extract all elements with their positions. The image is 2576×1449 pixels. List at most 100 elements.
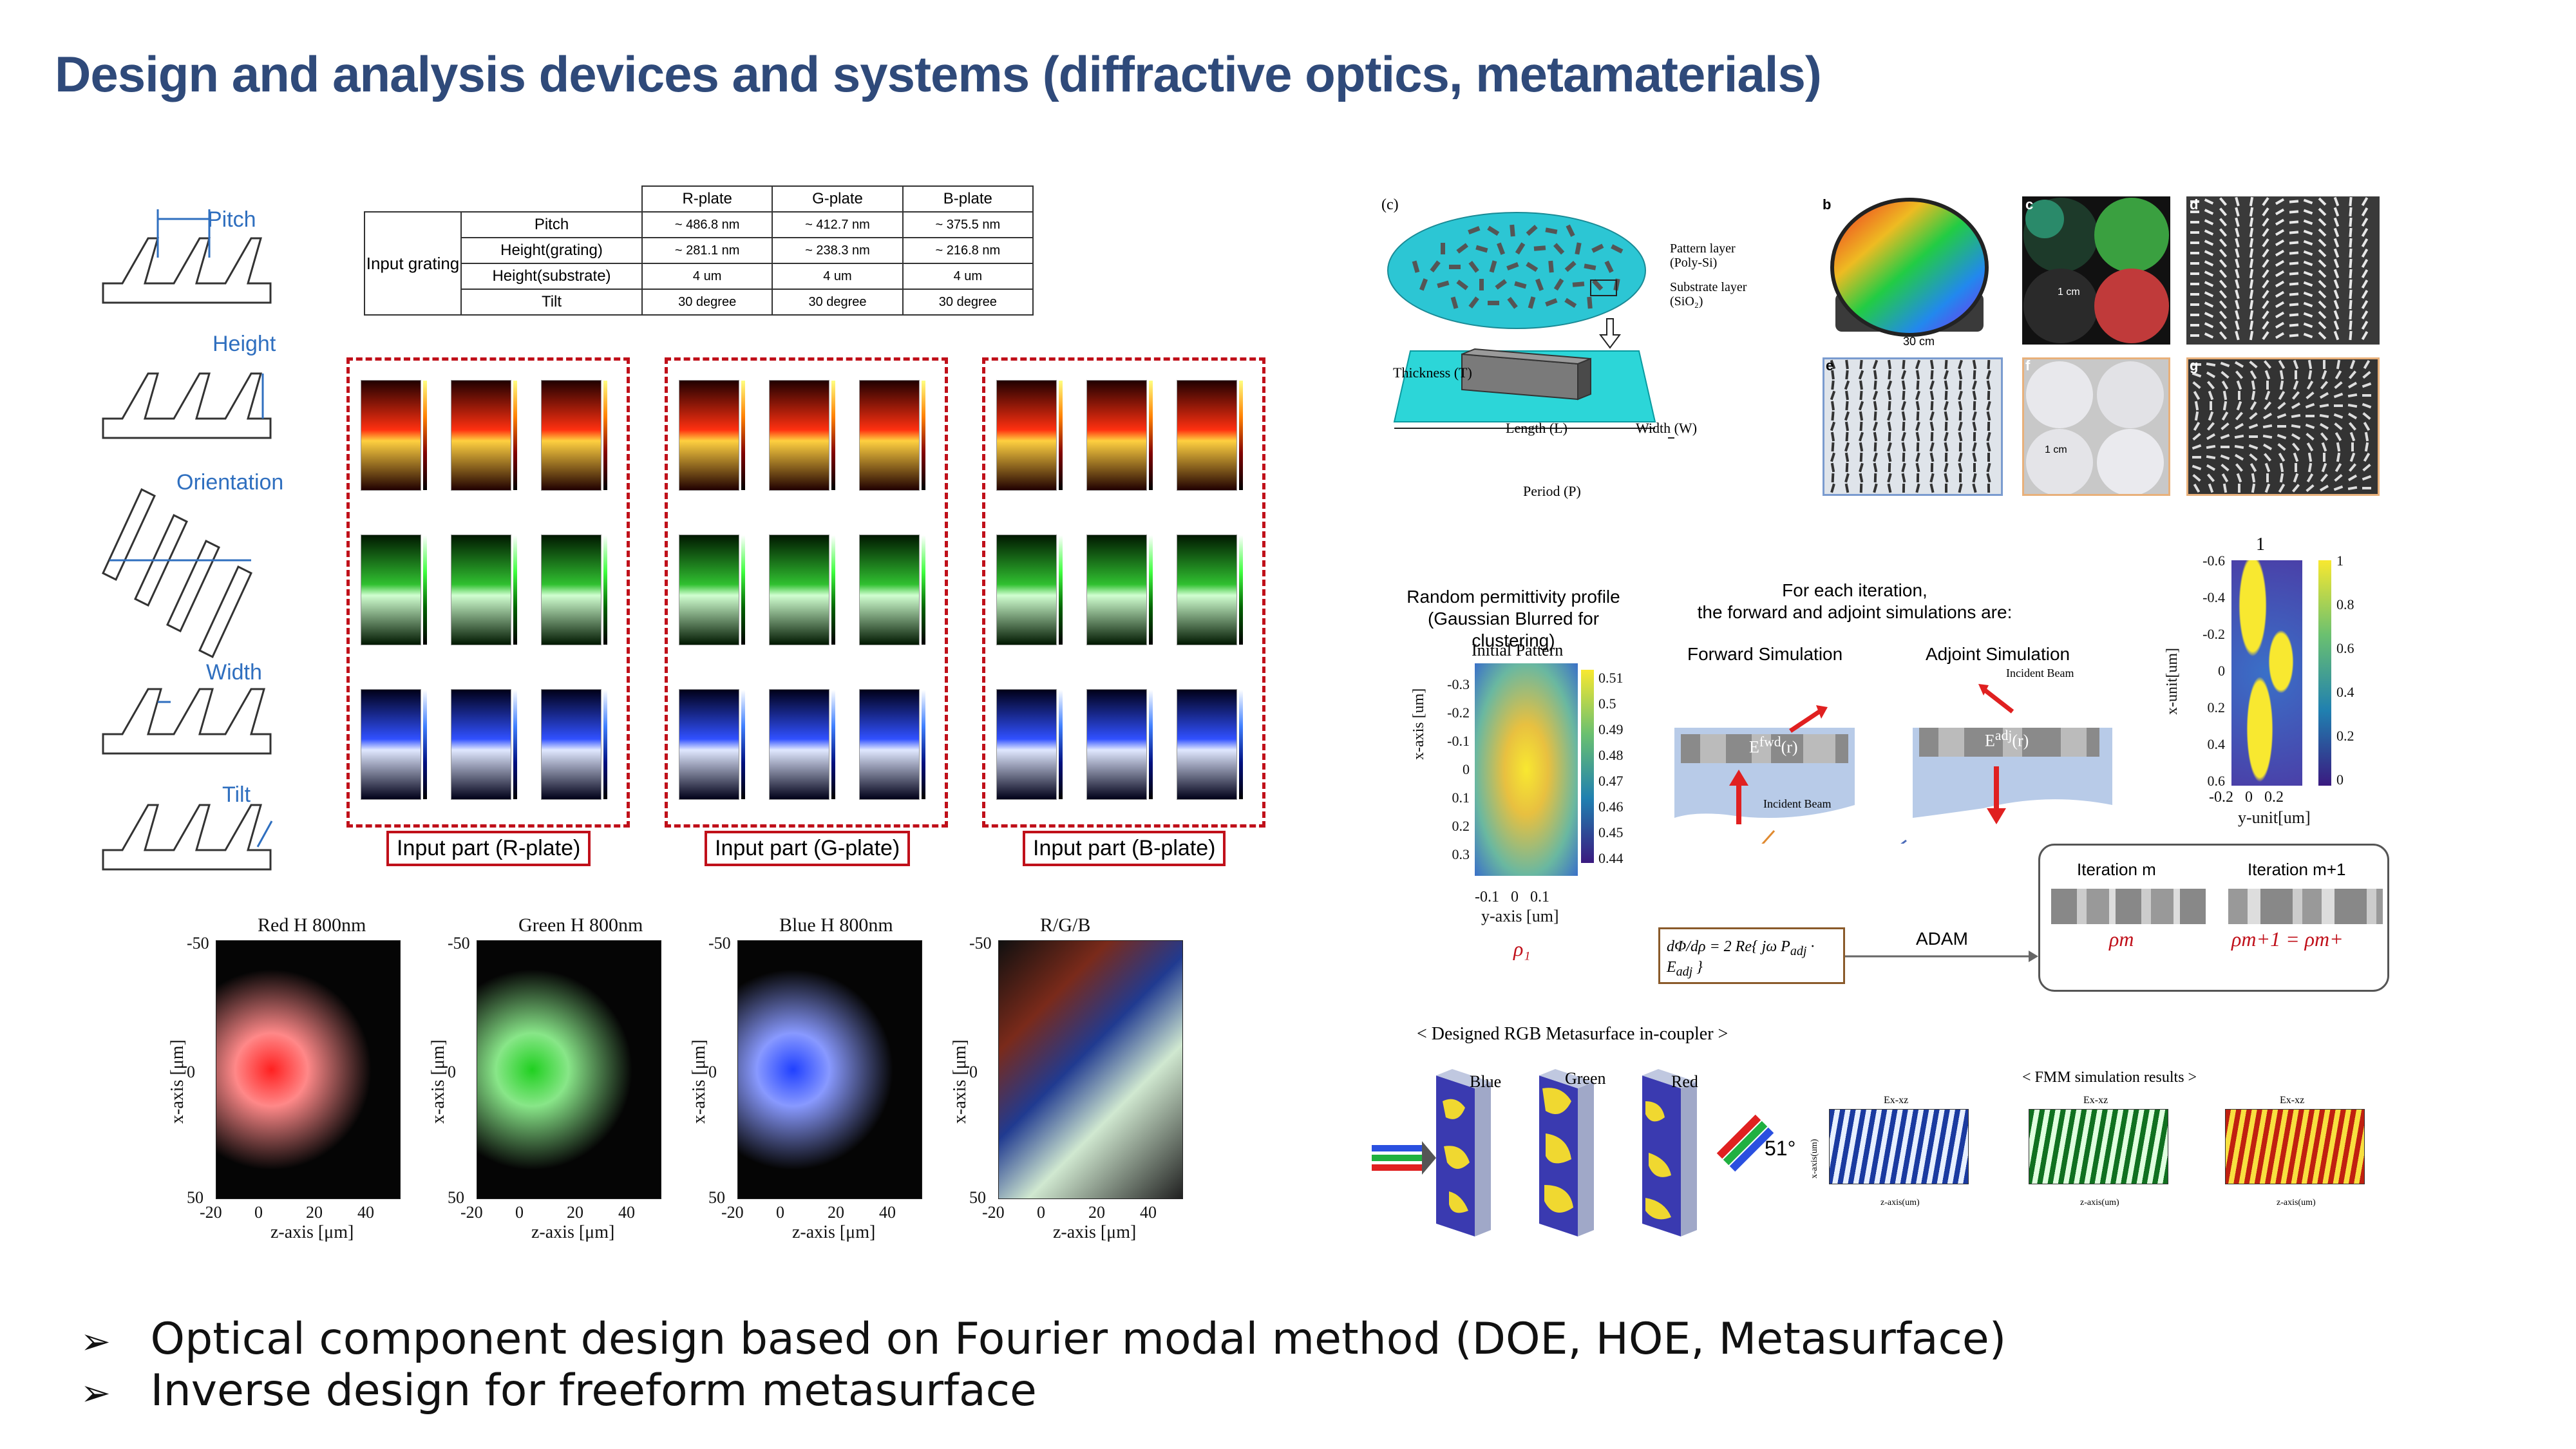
colorbar-tick: 0.45 [1598, 824, 1624, 840]
sem-nanostructure [2249, 289, 2254, 299]
sem-nanostructure [2318, 321, 2327, 330]
sem-nanostructure [1831, 411, 1835, 421]
cell: 4 um [641, 263, 773, 290]
sem-nanostructure [2320, 381, 2329, 390]
row-label: Height(substrate) [460, 263, 643, 290]
scale-1cm-f: 1 cm [2045, 444, 2067, 455]
sem-nanostructure [1972, 473, 1977, 483]
field-plot-title: R/G/B [1040, 914, 1091, 936]
sem-nanostructure [2235, 370, 2244, 379]
sem-nanostructure [2235, 217, 2240, 227]
sem-nanostructure [1930, 401, 1934, 411]
field-ytick: -50 [969, 934, 992, 952]
substrate-layer-label: Substrate layer (SiO₂) [1670, 280, 1747, 308]
nanopillar [1526, 261, 1539, 272]
sem-nanostructure [2249, 370, 2257, 380]
sem-nanostructure [1944, 380, 1949, 390]
field-xtick: 0 [1037, 1203, 1045, 1222]
sim-field-map [769, 380, 835, 491]
metasurface-schematic [1387, 212, 1674, 439]
xaxis-tick: -0.2 [2202, 626, 2225, 642]
sem-nanostructure [2305, 423, 2315, 430]
sem-nanostructure [2318, 218, 2327, 227]
sim-colorbar [922, 535, 925, 645]
sem-nanostructure [2362, 394, 2371, 397]
page-title: Design and analysis devices and systems … [55, 46, 1822, 102]
sem-nanostructure [1929, 411, 1935, 421]
field-map [737, 940, 922, 1199]
nanopillar [1510, 224, 1515, 237]
sem-nanostructure [2349, 227, 2353, 238]
sem-nanostructure [2362, 370, 2371, 379]
sem-nanostructure [2289, 251, 2299, 255]
sem-nanostructure [2333, 196, 2340, 207]
sem-nanostructure [1916, 380, 1920, 390]
sem-nanostructure [1986, 473, 1991, 483]
sem-nanostructure [2263, 360, 2272, 369]
sem-nanostructure [2303, 240, 2313, 246]
sem-nanostructure [1916, 442, 1920, 452]
sem-nanostructure [1845, 370, 1849, 380]
adam-arrow [1845, 951, 2038, 962]
field-plot-title: Blue H 800nm [779, 914, 893, 936]
sem-nanostructure [1830, 483, 1835, 493]
field-xtick: 40 [1140, 1203, 1157, 1222]
sem-nanostructure [1859, 359, 1863, 370]
sem-nanostructure [1958, 411, 1962, 421]
nanopillar [1526, 225, 1538, 236]
col-header-g: G-plate [772, 185, 904, 213]
sim-field-map [679, 689, 745, 800]
sem-nanostructure [2349, 452, 2356, 462]
sem-nanostructure [1944, 462, 1949, 473]
nanopillar [1419, 278, 1428, 291]
cell: 30 degree [772, 289, 904, 316]
field-ytick: 0 [448, 1063, 456, 1081]
sem-nanostructure [2262, 331, 2269, 340]
sim-colorbar [831, 535, 835, 645]
field-xtick: -20 [982, 1203, 1005, 1222]
sem-nanostructure [1831, 380, 1835, 390]
rgb-metasurface-diagram [1372, 1069, 1774, 1236]
nanopillar [1566, 224, 1575, 237]
sim-colorbar [1059, 381, 1063, 490]
sem-nanostructure [2190, 293, 2199, 296]
sem-photo-g [2186, 357, 2380, 496]
sem-nanostructure [2334, 370, 2342, 380]
sem-nanostructure [2235, 463, 2244, 472]
sem-nanostructure [2208, 483, 2214, 493]
nanopillar [1430, 260, 1441, 272]
field-ytick: 0 [708, 1063, 717, 1081]
ytick: -0.2 [2209, 789, 2233, 806]
sem-nanostructure [1873, 431, 1878, 442]
forward-sim-title: Forward Simulation [1687, 644, 1843, 664]
field-map [998, 940, 1183, 1199]
gradient-formula-box: dΦ/dρ = 2 Re{ jω Padj · Eadj } [1658, 927, 1845, 984]
sem-nanostructure [2348, 463, 2357, 472]
sim-field-map [769, 689, 835, 800]
sem-nanostructure [1958, 380, 1962, 390]
sem-nanostructure [2275, 198, 2285, 205]
sem-nanostructure [2190, 200, 2199, 203]
sem-nanostructure [2333, 248, 2340, 258]
sem-nanostructure [2362, 475, 2372, 481]
sem-nanostructure [2295, 370, 2297, 379]
sem-nanostructure [2289, 334, 2299, 337]
nanopillar [1497, 242, 1506, 255]
nanopillar [1475, 245, 1488, 253]
sem-nanostructure [2275, 332, 2285, 339]
grating-label-width: Width [206, 660, 262, 685]
sem-nanostructure [2364, 431, 2369, 442]
sem-nanostructure [1844, 380, 1850, 390]
sem-nanostructure [2277, 401, 2286, 410]
sem-nanostructure [1888, 431, 1891, 442]
sem-nanostructure [2190, 272, 2199, 275]
cell: ~ 238.3 nm [772, 237, 904, 264]
sem-nanostructure [1986, 380, 1991, 390]
sem-nanostructure [2192, 381, 2201, 390]
photo-label-e: e [1826, 357, 1834, 374]
sem-nanostructure [2333, 258, 2340, 269]
sem-nanostructure [2221, 370, 2230, 379]
sem-nanostructure [1872, 390, 1879, 401]
sem-nanostructure [2361, 217, 2369, 227]
sem-nanostructure [2266, 473, 2269, 482]
